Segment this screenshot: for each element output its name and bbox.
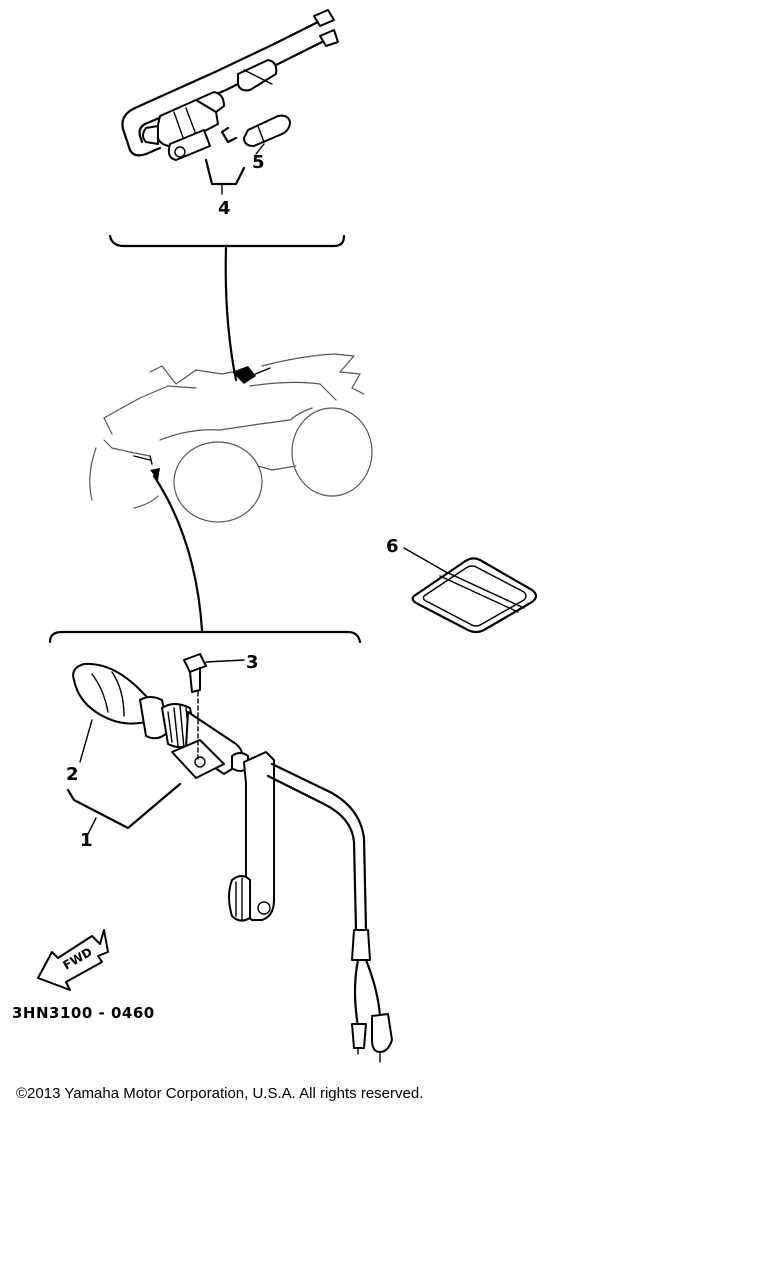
callout-5: 5 [252, 152, 265, 173]
callout-1: 1 [80, 830, 93, 851]
vehicle-mount-point-top [232, 366, 256, 384]
part-6-pad [403, 547, 538, 634]
cable-assembly-detail [108, 9, 346, 248]
copyright-notice: ©2013 Yamaha Motor Corporation, U.S.A. A… [16, 1085, 424, 1102]
leader-top-to-vehicle [224, 246, 238, 382]
diagram-code: 3HN3100 - 0460 [12, 1004, 155, 1022]
callout-6: 6 [386, 536, 399, 557]
callout-4: 4 [218, 198, 231, 219]
leader-bottom-to-vehicle [152, 474, 204, 632]
forward-direction-arrow: FWD [37, 929, 109, 991]
atv-silhouette [89, 353, 373, 523]
callout-3: 3 [246, 652, 259, 673]
callout-2: 2 [66, 764, 79, 785]
lower-detail-frame [48, 630, 362, 644]
switch-lever-detail [66, 653, 393, 1063]
